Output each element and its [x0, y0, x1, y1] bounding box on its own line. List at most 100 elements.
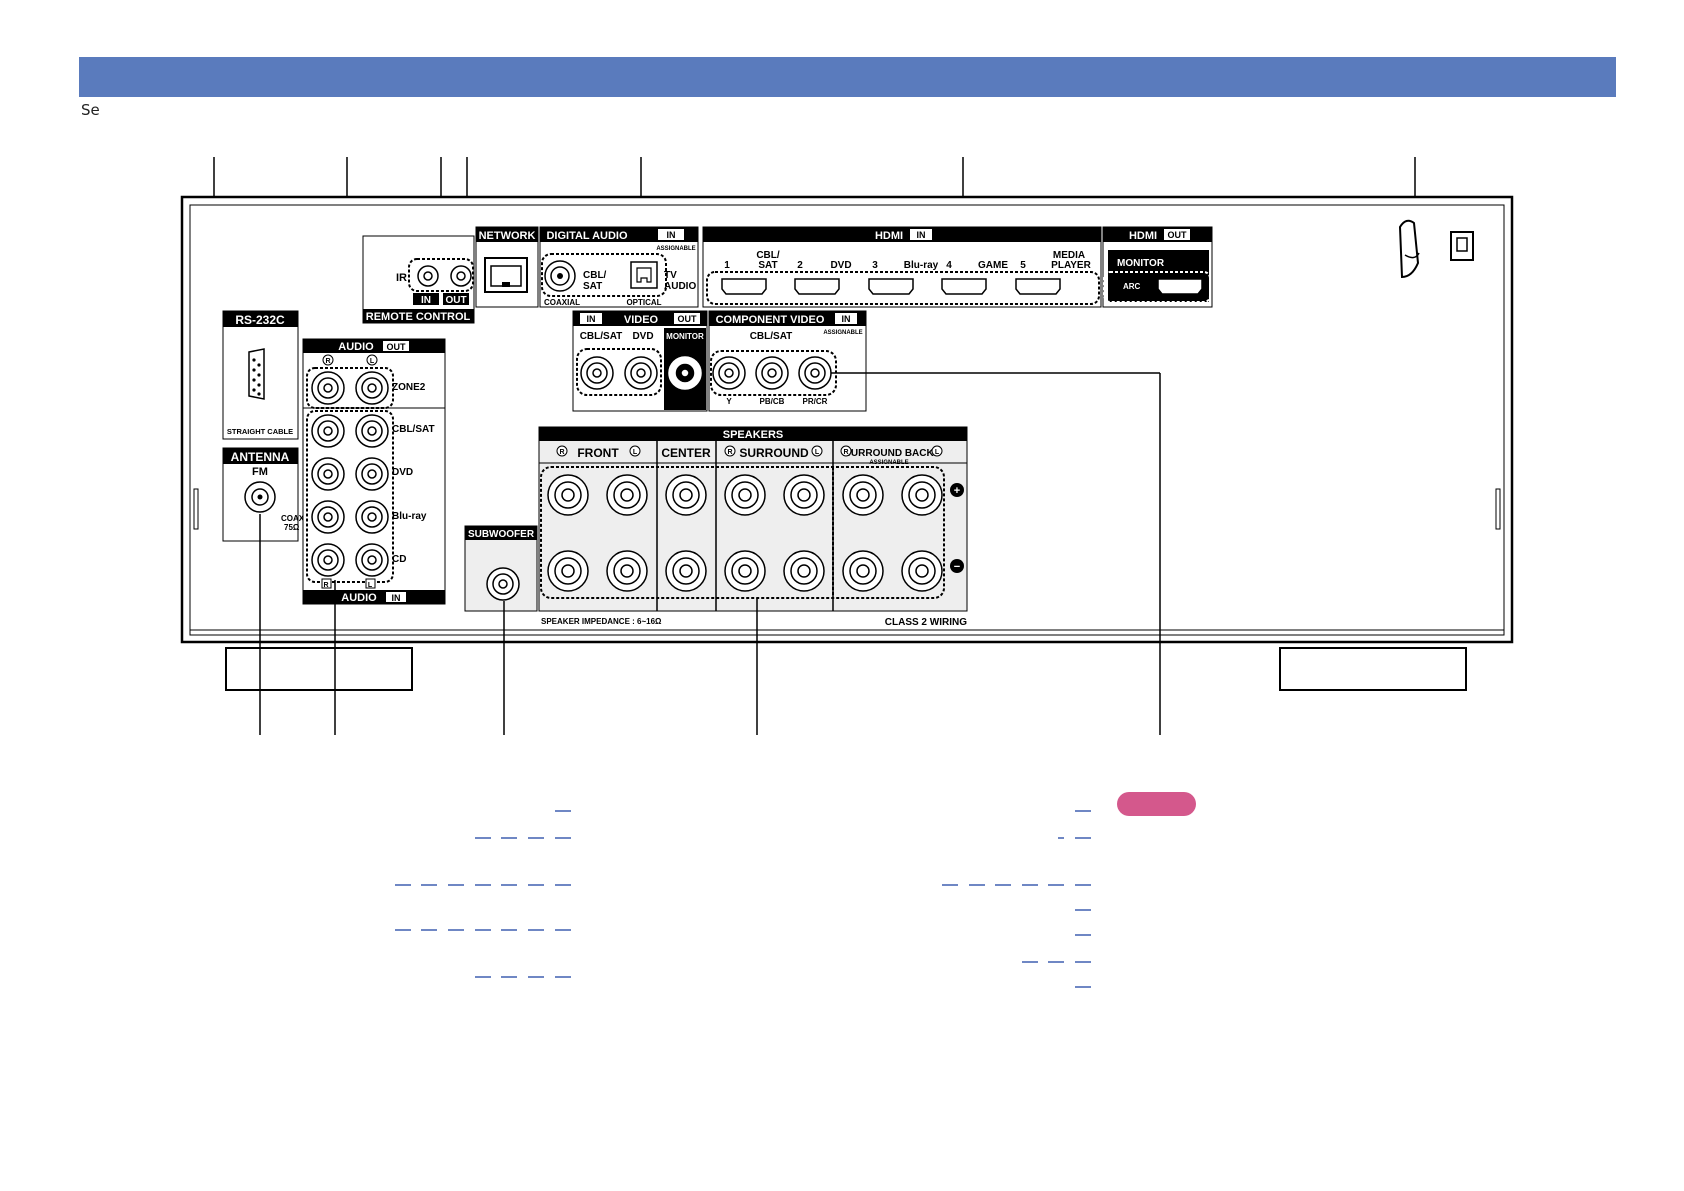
speaker-surround-back-label: SURROUND BACK [844, 448, 934, 459]
speaker-assignable: ASSIGNABLE [869, 460, 908, 466]
digital-coaxial-label: COAXIAL [544, 298, 580, 307]
hdmi-in-3-port[interactable] [868, 278, 914, 295]
hdmi-in-label: HDMI [875, 230, 903, 242]
remote-out-label: OUT [445, 295, 466, 306]
surround-back-r-minus-terminal[interactable] [842, 550, 884, 592]
dvd-r-jack[interactable] [311, 457, 345, 491]
hdmi-in-in-label: IN [917, 230, 926, 240]
surround-back-l-minus-terminal[interactable] [901, 550, 943, 592]
hdmi-port-2-label: 2 [797, 260, 803, 271]
hdmi-out-arc-label: ARC [1123, 282, 1141, 291]
surround-back-r-plus-terminal[interactable] [842, 474, 884, 516]
audio-in-l-label: L [368, 582, 373, 589]
surround-r-label: R [727, 449, 732, 456]
page-reference-marks [395, 810, 1091, 988]
video-cbl-sat-jack[interactable] [580, 356, 614, 390]
subwoofer-jack[interactable] [486, 567, 520, 601]
cd-l-jack[interactable] [355, 543, 389, 577]
hdmi-out-section: HDMI OUT MONITOR ARC [1102, 226, 1213, 308]
dvd-l-jack[interactable] [355, 457, 389, 491]
surround-back-l-plus-terminal[interactable] [901, 474, 943, 516]
hdmi-out-monitor-label: MONITOR [1117, 258, 1165, 269]
hdmi-out-monitor-port[interactable] [1157, 278, 1203, 295]
front-r-plus-terminal[interactable] [547, 474, 589, 516]
component-pb-jack[interactable] [755, 356, 789, 390]
video-dvd-label: DVD [632, 331, 653, 342]
rs232c-label: RS-232C [235, 313, 285, 327]
digital-tv-label: TV [664, 270, 677, 281]
component-pr-jack[interactable] [798, 356, 832, 390]
antenna-fm-label: FM [252, 466, 268, 478]
surround-r-minus-terminal[interactable] [724, 550, 766, 592]
antenna-coax-label: COAX. [281, 514, 306, 523]
component-video-section: COMPONENT VIDEO IN ASSIGNABLE CBL/SAT Y … [708, 310, 867, 412]
audio-cd-label: CD [392, 554, 406, 565]
front-r-minus-terminal[interactable] [547, 550, 589, 592]
cd-r-jack[interactable] [311, 543, 345, 577]
front-l-label: L [633, 449, 638, 456]
hdmi-in-4-port[interactable] [941, 278, 987, 295]
optical-in-port[interactable] [630, 261, 658, 289]
cbl-sat-r-jack[interactable] [311, 414, 345, 448]
speakers-section: SPEAKERS FRONT CENTER SURROUND SURROUND … [538, 426, 968, 628]
audio-zone2-label: ZONE2 [392, 382, 426, 393]
rs232c-port[interactable] [248, 348, 265, 400]
hdmi-port-sat-label: SAT [758, 260, 777, 271]
page-subtitle: Se [81, 101, 100, 119]
rs232c-section: RS-232C STRAIGHT CABLE [222, 310, 299, 440]
audio-section: AUDIO OUT R L ZONE2 CBL/SAT DVD Blu-ray … [302, 338, 446, 605]
hdmi-in-1-port[interactable] [721, 278, 767, 295]
component-assignable: ASSIGNABLE [823, 330, 862, 336]
surround-back-l-label: L [935, 449, 940, 456]
audio-dvd-label: DVD [392, 467, 413, 478]
audio-cbl-sat-label: CBL/SAT [392, 424, 435, 435]
component-y-jack[interactable] [712, 356, 746, 390]
callout-lines-bottom [259, 372, 1161, 735]
bluray-r-jack[interactable] [311, 500, 345, 534]
hdmi-port-cbl-label: CBL/ [756, 250, 780, 261]
audio-out-l-label: L [370, 358, 375, 365]
front-r-label: R [559, 449, 564, 456]
hdmi-out-out-label: OUT [1168, 230, 1188, 240]
hdmi-port-dvd-label: DVD [830, 260, 851, 271]
video-out-label: OUT [678, 314, 698, 324]
surround-r-plus-terminal[interactable] [724, 474, 766, 516]
cbl-sat-l-jack[interactable] [355, 414, 389, 448]
front-l-plus-terminal[interactable] [606, 474, 648, 516]
digital-audio-label: DIGITAL AUDIO [546, 230, 628, 242]
zone2-r-jack[interactable] [311, 371, 345, 405]
component-in-label: IN [842, 314, 851, 324]
hdmi-in-2-port[interactable] [794, 278, 840, 295]
audio-bluray-label: Blu-ray [392, 511, 427, 522]
antenna-label: ANTENNA [231, 450, 290, 464]
digital-audio-in-label: IN [667, 230, 676, 240]
audio-in-in-label: IN [392, 593, 401, 603]
center-minus-terminal[interactable] [665, 550, 707, 592]
remote-in-label: IN [421, 295, 431, 306]
speaker-center-label: CENTER [661, 446, 711, 460]
front-l-minus-terminal[interactable] [606, 550, 648, 592]
subwoofer-label: SUBWOOFER [468, 529, 535, 540]
zone2-l-jack[interactable] [355, 371, 389, 405]
component-pb-label: PB/CB [760, 397, 785, 406]
video-dvd-jack[interactable] [624, 356, 658, 390]
hdmi-port-3-label: 3 [872, 260, 878, 271]
surround-l-minus-terminal[interactable] [783, 550, 825, 592]
svg-text:−: − [954, 561, 960, 573]
surround-l-plus-terminal[interactable] [783, 474, 825, 516]
minus-icon: − [950, 559, 964, 573]
hdmi-port-1-label: 1 [724, 260, 730, 271]
bluray-l-jack[interactable] [355, 500, 389, 534]
note-badge[interactable] [1117, 792, 1196, 816]
class2-wiring-label: CLASS 2 WIRING [885, 617, 967, 628]
digital-audio-assignable: ASSIGNABLE [656, 246, 695, 252]
hdmi-port-media-label: MEDIA [1053, 250, 1085, 261]
digital-optical-label: OPTICAL [626, 298, 661, 307]
digital-cbl-sat-2: SAT [583, 281, 602, 292]
video-monitor-jack[interactable] [668, 356, 702, 390]
hdmi-in-5-port[interactable] [1015, 278, 1061, 295]
center-plus-terminal[interactable] [665, 474, 707, 516]
video-cbl-sat-label: CBL/SAT [580, 331, 623, 342]
hdmi-port-4-label: 4 [946, 260, 952, 271]
digital-cbl-sat-1: CBL/ [583, 270, 607, 281]
